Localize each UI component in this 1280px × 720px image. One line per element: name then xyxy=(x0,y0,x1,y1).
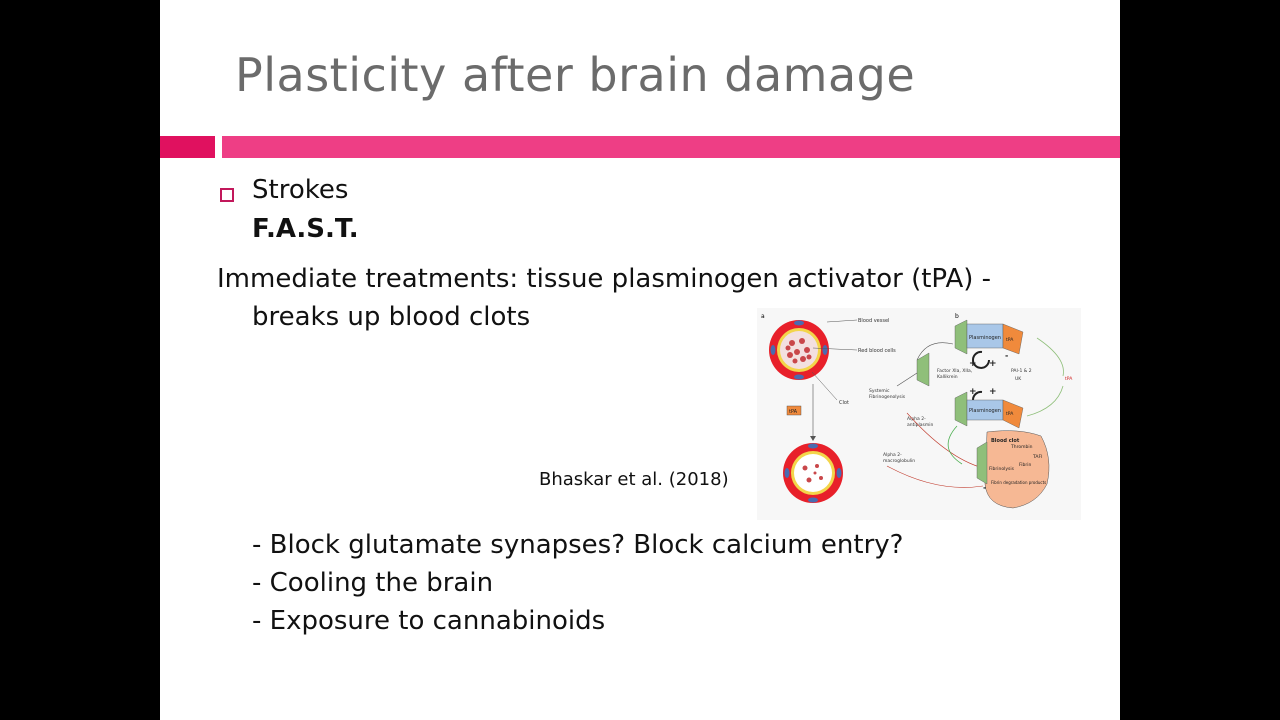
label-systemic: Systemic xyxy=(869,388,890,394)
list-item: - Block glutamate synapses? Block calciu… xyxy=(252,530,904,560)
label-fibrinogenolysis: Fibrinogenolysis xyxy=(869,394,906,400)
label-fdp: Fibrin degradation products xyxy=(991,480,1046,485)
svg-text:-: - xyxy=(1005,351,1008,360)
bullet-square-icon xyxy=(220,188,234,202)
slide-title: Plasticity after brain damage xyxy=(235,48,916,102)
label-alpha2-macro: Alpha 2- xyxy=(883,452,902,458)
receptor-middle-icon xyxy=(954,391,968,427)
label-alpha2-anti: Alpha 2- xyxy=(907,416,926,422)
svg-text:-: - xyxy=(983,483,986,492)
panel-label-a: a xyxy=(761,313,765,320)
label-kallikrein: Kallikrein xyxy=(937,374,958,380)
list-item: - Cooling the brain xyxy=(252,568,494,598)
label-plasminogen-top: Plasminogen xyxy=(969,335,1001,341)
label-pai: PAI-1 & 2 xyxy=(1011,368,1032,374)
label-tpa-red: tPA xyxy=(1065,376,1073,382)
treatment-line-1: Immediate treatments: tissue plasminogen… xyxy=(217,264,992,294)
tpa-box-icon xyxy=(786,405,802,416)
label-tafi: TAFI xyxy=(1032,454,1042,460)
receptor-bottom-icon xyxy=(976,441,988,485)
svg-text:+: + xyxy=(969,359,977,369)
label-plasminogen-bottom: Plasminogen xyxy=(969,408,1001,414)
svg-text:+: + xyxy=(969,387,977,397)
label-tpa-bottom: tPA xyxy=(1006,411,1014,417)
bullet-strokes: Strokes xyxy=(252,175,349,205)
svg-text:+: + xyxy=(989,387,997,397)
citation: Bhaskar et al. (2018) xyxy=(539,469,729,490)
plasminogen-box-top xyxy=(966,323,1004,349)
tpa-shape-bottom xyxy=(1002,399,1024,429)
label-blood-vessel: Blood vessel xyxy=(858,318,889,324)
blood-vessel-cross-section-bottom xyxy=(783,443,843,503)
label-tpa-box: tPA xyxy=(789,409,798,415)
receptor-left-icon xyxy=(916,352,930,387)
label-uk: UK xyxy=(1015,376,1022,382)
label-blood-clot: Blood clot xyxy=(991,438,1020,444)
label-fibrinolysis: Fibrinolysis xyxy=(989,466,1015,472)
treatment-line-2: breaks up blood clots xyxy=(252,302,531,332)
blood-clot-shape xyxy=(984,430,1050,509)
list-item: - Exposure to cannabinoids xyxy=(252,606,606,636)
slide: Plasticity after brain damage Strokes F.… xyxy=(160,0,1120,720)
title-accent-bar-right xyxy=(222,136,1120,158)
svg-text:+: + xyxy=(989,359,997,369)
label-factor: Factor XIa, XIIa, xyxy=(937,368,972,374)
label-fibrin: Fibrin xyxy=(1019,462,1031,468)
label-red-blood-cells: Red blood cells xyxy=(858,348,896,354)
receptor-top-icon xyxy=(954,319,968,355)
label-antiplasmin: antiplasmin xyxy=(907,422,933,428)
panel-label-b: b xyxy=(955,313,959,320)
label-thrombin: Thrombin xyxy=(1010,444,1033,450)
title-accent-bar-left xyxy=(160,136,215,158)
label-clot: Clot xyxy=(839,400,849,406)
tpa-shape-top xyxy=(1002,323,1024,355)
blood-vessel-cross-section-top xyxy=(769,320,829,380)
label-tpa-top: tPA xyxy=(1006,337,1014,343)
fast-acronym: F.A.S.T. xyxy=(252,214,359,244)
tpa-mechanism-figure: a Blood vessel Red blood cells Clot tPA xyxy=(757,308,1081,520)
label-macroglobulin: macroglobulin xyxy=(883,458,915,464)
